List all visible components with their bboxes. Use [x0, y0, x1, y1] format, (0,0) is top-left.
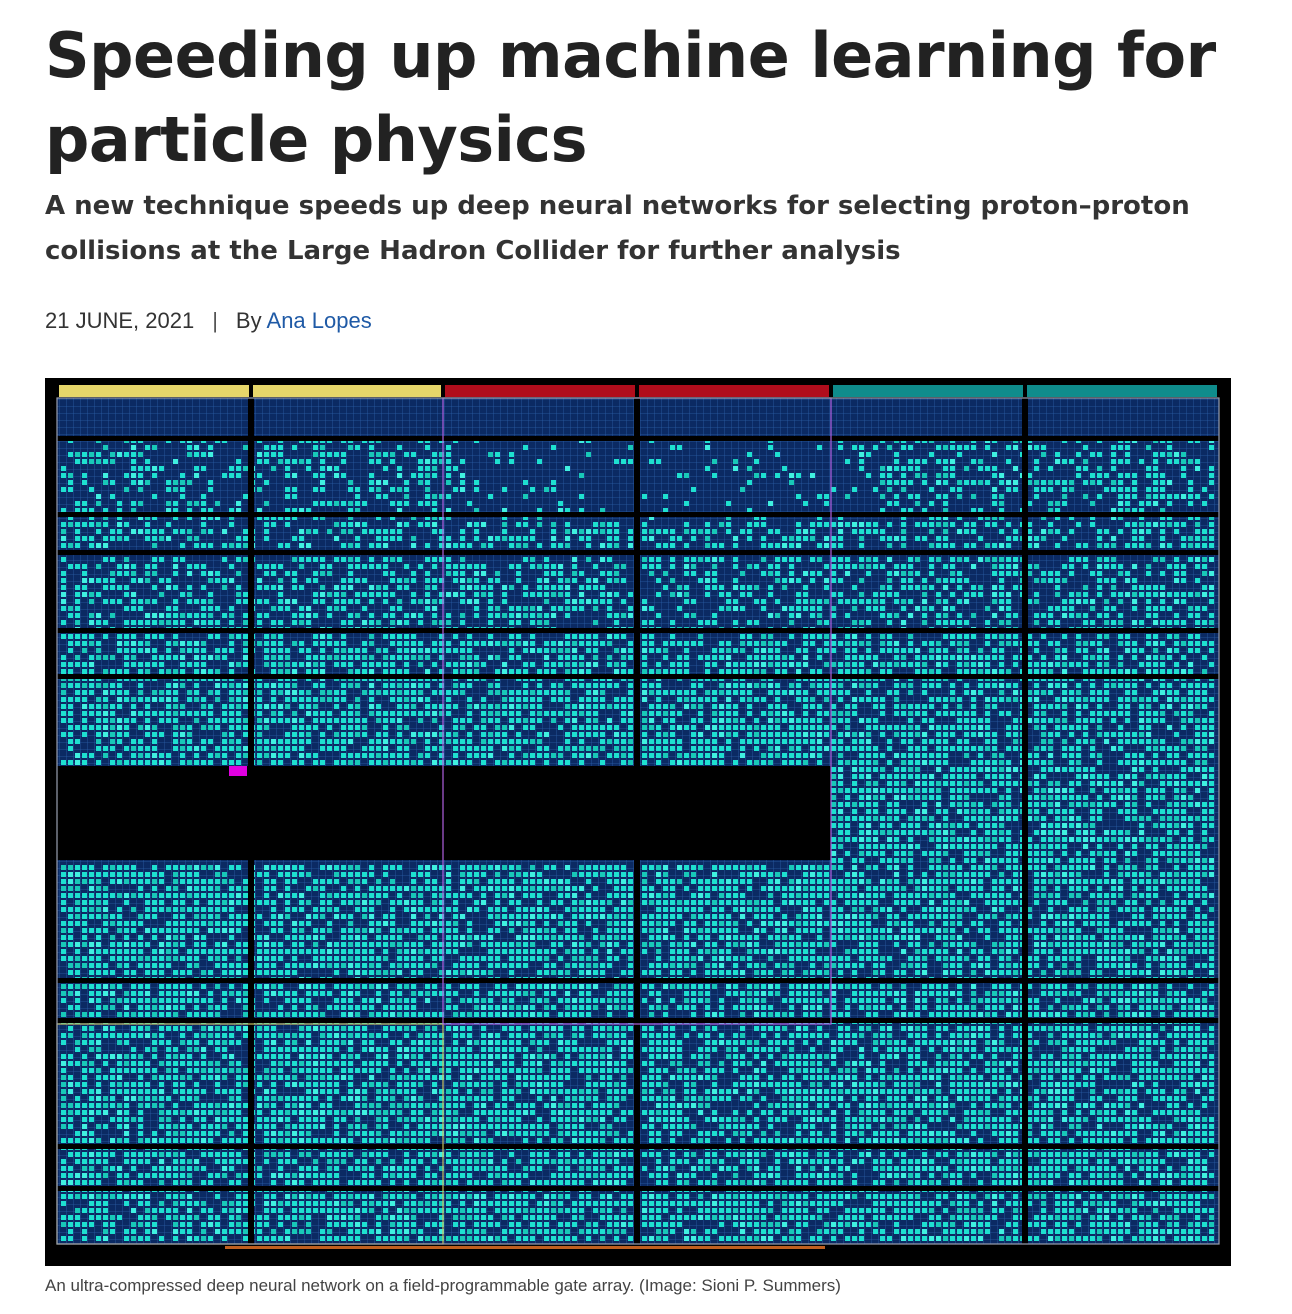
column-header-bar	[1027, 385, 1217, 397]
column-header-bar	[445, 385, 635, 397]
routing-channel	[1022, 398, 1028, 1244]
column-header-bar	[59, 385, 249, 397]
routing-channel	[248, 398, 254, 1244]
magenta-marker	[229, 766, 247, 776]
by-label: By	[235, 308, 262, 333]
bottom-strip	[225, 1246, 825, 1249]
column-header-bar	[253, 385, 441, 397]
publish-date: 21 JUNE, 2021	[45, 308, 195, 333]
column-header-bar	[639, 385, 829, 397]
figure-caption: An ultra-compressed deep neural network …	[45, 1276, 841, 1295]
article-figure	[45, 378, 1231, 1266]
region-outline	[56, 397, 1220, 1245]
author-link[interactable]: Ana Lopes	[266, 308, 372, 333]
empty-block	[57, 766, 831, 860]
column-header-bar	[833, 385, 1023, 397]
routing-channel	[634, 398, 640, 1244]
article-meta: 21 JUNE, 2021 | By Ana Lopes	[45, 308, 372, 334]
page-title: Speeding up machine learning for particl…	[45, 19, 1216, 176]
meta-separator: |	[212, 308, 218, 333]
fpga-layout-image	[45, 378, 1231, 1266]
article-subtitle: A new technique speeds up deep neural ne…	[45, 191, 1190, 266]
